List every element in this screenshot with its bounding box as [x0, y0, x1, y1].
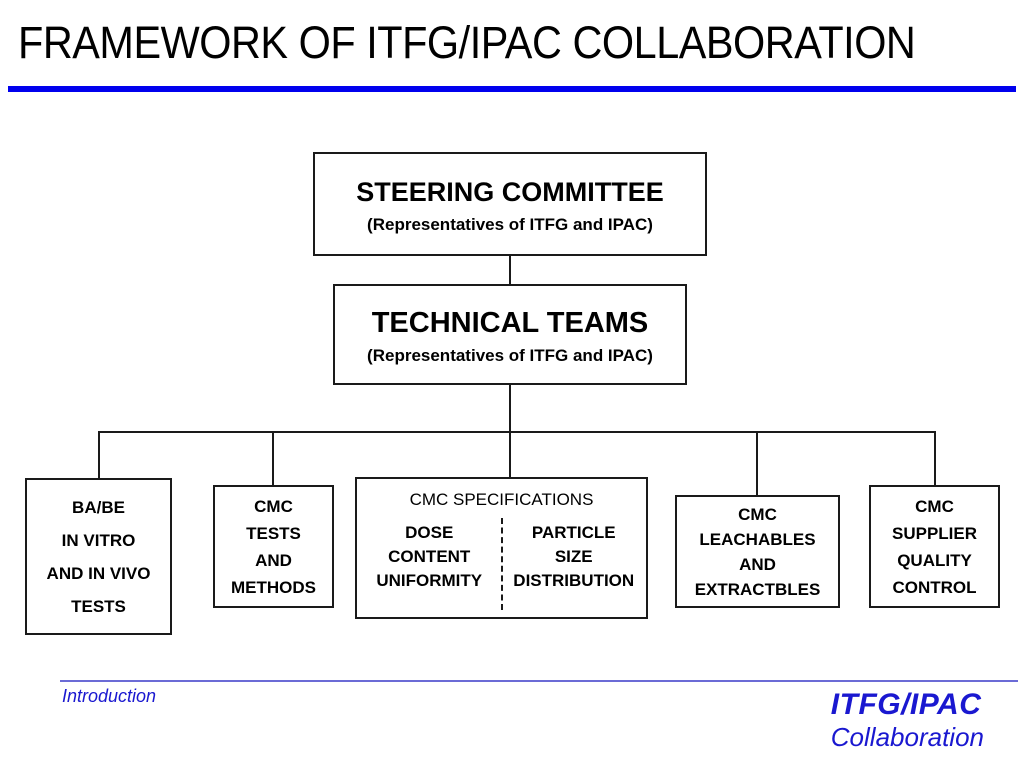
connector-drop-ba-be [98, 431, 100, 478]
cmc-specifications-columns: DOSE CONTENT UNIFORMITY PARTICLE SIZE DI… [357, 518, 647, 610]
cmc-tests-line-3: AND [255, 550, 292, 570]
footer-brand-sub: Collaboration [830, 722, 984, 752]
particle-line-2: SIZE [554, 547, 593, 566]
leachables-line-2: LEACHABLES [699, 529, 816, 549]
node-cmc-specifications[interactable]: CMC SPECIFICATIONS DOSE CONTENT UNIFORMI… [355, 477, 648, 619]
footer-brand: ITFG/IPAC Collaboration [831, 688, 984, 752]
spec-column-dose-content-uniformity[interactable]: DOSE CONTENT UNIFORMITY [357, 521, 502, 593]
spec-dashed-divider [501, 518, 503, 610]
node-cmc-supplier-quality-control[interactable]: CMC SUPPLIER QUALITY CONTROL [869, 485, 1000, 608]
leachables-line-4: EXTRACTBLES [694, 579, 821, 599]
title-divider [8, 86, 1016, 92]
connector-steering-to-technical [509, 256, 511, 284]
cmc-tests-line-1: CMC [254, 496, 293, 516]
connector-technical-stem [509, 385, 511, 433]
node-cmc-tests-and-methods[interactable]: CMC TESTS AND METHODS [213, 485, 334, 608]
cmc-tests-line-4: METHODS [231, 577, 316, 597]
leachables-line-3: AND [739, 554, 776, 574]
ba-be-line-1: BA/BE [72, 497, 125, 517]
supplier-line-1: CMC [915, 496, 954, 516]
node-steering-committee[interactable]: STEERING COMMITTEE (Representatives of I… [313, 152, 707, 256]
technical-teams-headline: TECHNICAL TEAMS [371, 306, 649, 339]
dose-line-3: UNIFORMITY [376, 571, 483, 590]
ba-be-line-2: IN VITRO [61, 530, 136, 550]
steering-committee-headline: STEERING COMMITTEE [356, 177, 664, 207]
leachables-line-1: CMC [738, 504, 777, 524]
cmc-specifications-header: CMC SPECIFICATIONS [409, 490, 594, 509]
supplier-line-3: QUALITY [897, 550, 972, 570]
page-title: FRAMEWORK OF ITFG/IPAC COLLABORATION [18, 17, 916, 68]
ba-be-line-3: AND IN VIVO [46, 563, 151, 583]
footer-divider [60, 680, 1018, 682]
connector-drop-cmc-tests [272, 431, 274, 485]
node-cmc-leachables-and-extractbles[interactable]: CMC LEACHABLES AND EXTRACTBLES [675, 495, 840, 608]
ba-be-line-4: TESTS [71, 596, 126, 616]
particle-line-1: PARTICLE [531, 523, 616, 542]
node-ba-be[interactable]: BA/BE IN VITRO AND IN VIVO TESTS [25, 478, 172, 635]
steering-committee-subline: (Representatives of ITFG and IPAC) [367, 215, 653, 234]
dose-line-1: DOSE [405, 523, 454, 542]
footer-section-label: Introduction [62, 686, 157, 706]
connector-drop-cmc-supplier [934, 431, 936, 485]
spec-column-particle-size-distribution[interactable]: PARTICLE SIZE DISTRIBUTION [502, 521, 647, 593]
supplier-line-2: SUPPLIER [891, 523, 978, 543]
connector-bus-bar [98, 431, 936, 433]
cmc-tests-line-2: TESTS [246, 523, 301, 543]
connector-drop-cmc-leachables [756, 431, 758, 495]
supplier-line-4: CONTROL [892, 577, 977, 597]
technical-teams-subline: (Representatives of ITFG and IPAC) [367, 345, 653, 365]
connector-drop-cmc-specifications [509, 431, 511, 477]
dose-line-2: CONTENT [388, 547, 471, 566]
node-technical-teams[interactable]: TECHNICAL TEAMS (Representatives of ITFG… [333, 284, 687, 385]
particle-line-3: DISTRIBUTION [513, 571, 635, 590]
footer-brand-main: ITFG/IPAC [830, 688, 982, 721]
